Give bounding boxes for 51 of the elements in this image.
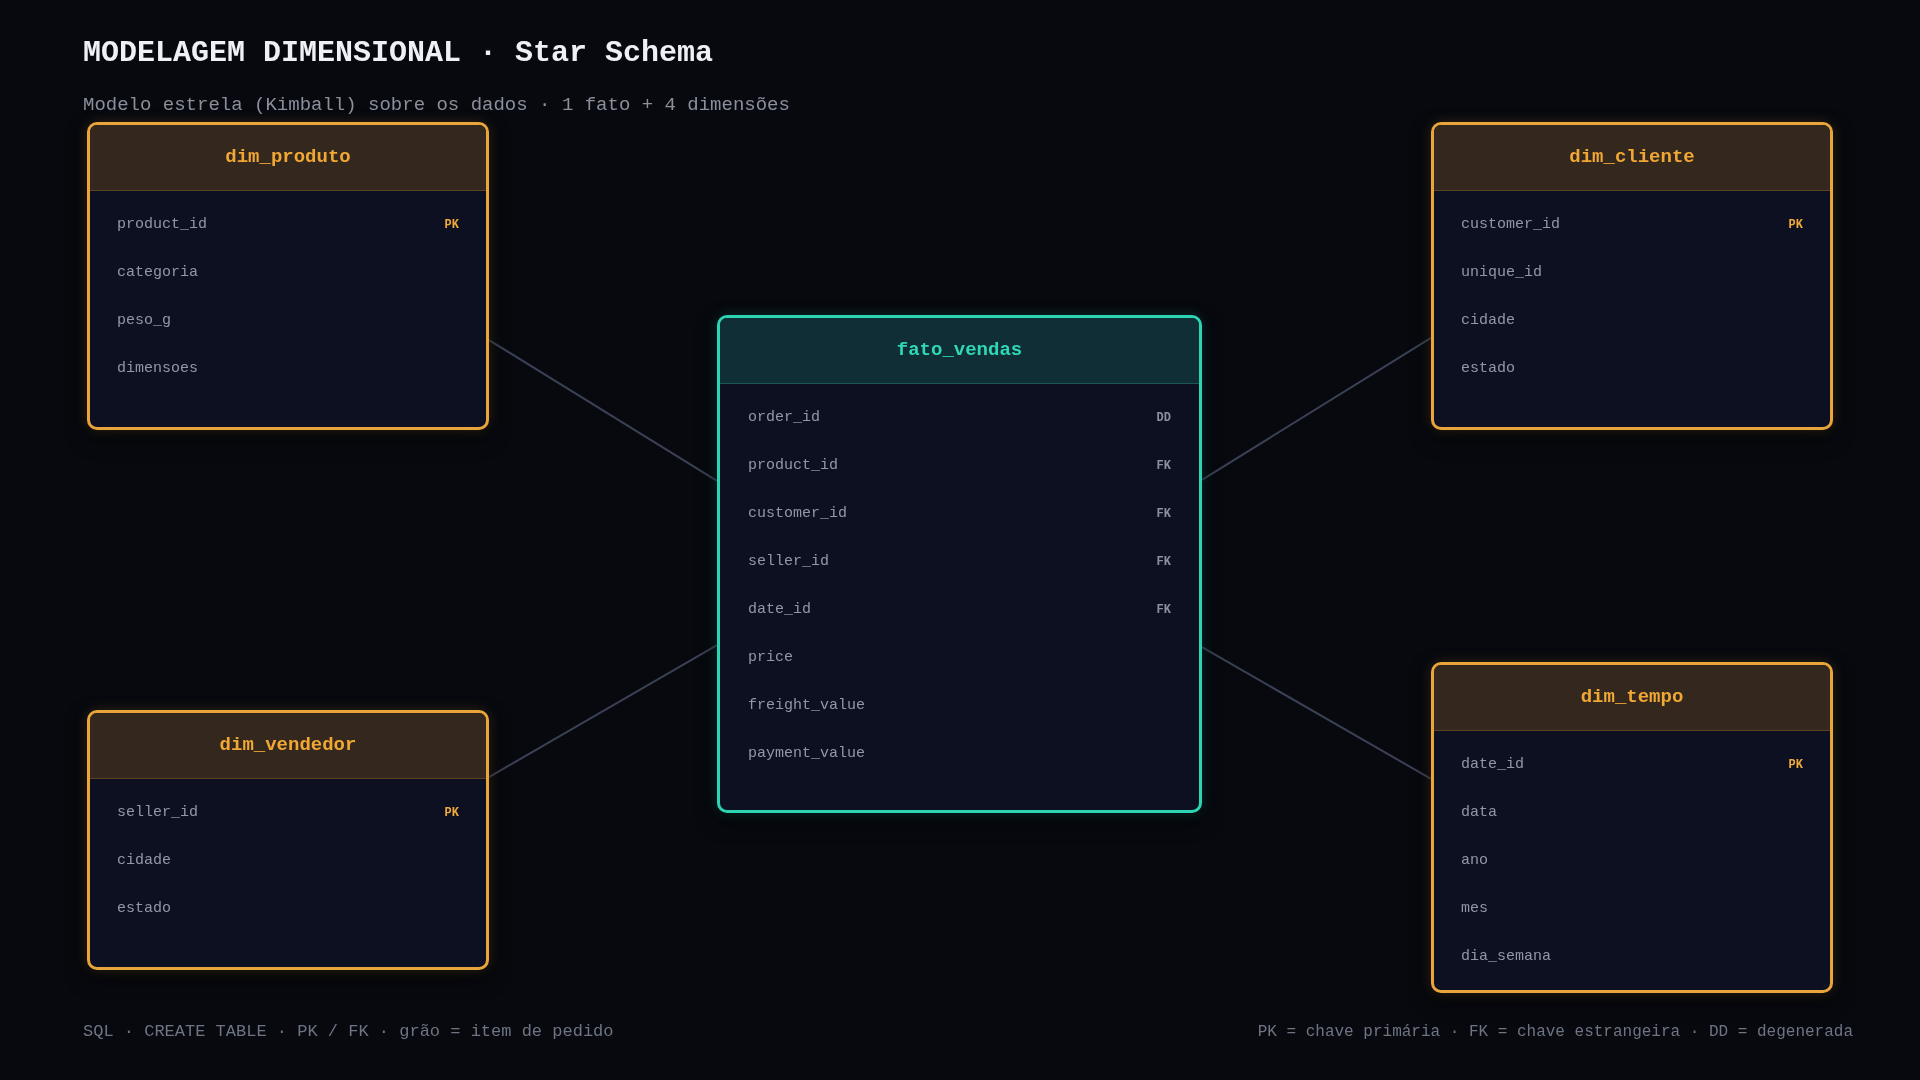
table-name: dim_tempo <box>1580 686 1684 709</box>
column-name: dia_semana <box>1461 948 1551 966</box>
column-name: peso_g <box>117 312 171 330</box>
column-name: data <box>1461 804 1497 822</box>
key-label: DD <box>1156 410 1171 426</box>
key-label: PK <box>444 805 459 821</box>
column-name: customer_id <box>748 505 848 523</box>
column-name: seller_id <box>748 553 829 571</box>
column-name: date_id <box>1461 756 1524 774</box>
key-label: FK <box>1156 458 1171 474</box>
table-name: dim_cliente <box>1569 146 1695 169</box>
column-name: estado <box>117 900 171 918</box>
connector-line <box>1201 646 1432 780</box>
key-label: PK <box>1788 217 1803 233</box>
key-label: PK <box>1788 757 1803 773</box>
key-label: FK <box>1156 554 1171 570</box>
dimension-table <box>1431 662 1833 993</box>
column-name: seller_id <box>117 804 198 822</box>
column-name: date_id <box>748 601 811 619</box>
dimension-table <box>87 710 489 970</box>
column-name: dimensoes <box>117 360 198 378</box>
column-name: unique_id <box>1461 264 1542 282</box>
connector-line <box>488 644 718 779</box>
connector-line <box>488 339 718 482</box>
table-name: dim_produto <box>225 146 351 169</box>
column-name: freight_value <box>748 697 866 715</box>
connector-line <box>1201 336 1432 481</box>
column-name: ano <box>1461 852 1488 870</box>
dimension-table <box>1431 122 1833 430</box>
column-name: payment_value <box>748 745 866 763</box>
table-name: dim_vendedor <box>219 734 357 757</box>
diagram-title: MODELAGEM DIMENSIONAL · Star Schema <box>83 35 714 71</box>
column-name: mes <box>1461 900 1488 918</box>
key-label: FK <box>1156 602 1171 618</box>
column-name: categoria <box>117 264 198 282</box>
column-name: price <box>748 649 793 667</box>
key-label: FK <box>1156 506 1171 522</box>
column-name: product_id <box>748 457 838 475</box>
fact-table <box>717 315 1202 813</box>
table-name: fato_vendas <box>896 339 1023 362</box>
column-name: cidade <box>1461 312 1515 330</box>
column-name: estado <box>1461 360 1515 378</box>
column-name: cidade <box>117 852 171 870</box>
footer-note: PK = chave primária · FK = chave estrangeira · DD = degenerada <box>1257 1023 1853 1043</box>
footer-note: SQL · CREATE TABLE · PK / FK · grão = item de pedido <box>83 1022 614 1043</box>
key-label: PK <box>444 217 459 233</box>
dimension-table <box>87 122 489 430</box>
column-name: customer_id <box>1461 216 1561 234</box>
column-name: order_id <box>748 409 820 427</box>
column-name: product_id <box>117 216 207 234</box>
subtitle: Modelo estrela (Kimball) sobre os dados · 1 fato + 4 dimensões <box>83 94 790 117</box>
